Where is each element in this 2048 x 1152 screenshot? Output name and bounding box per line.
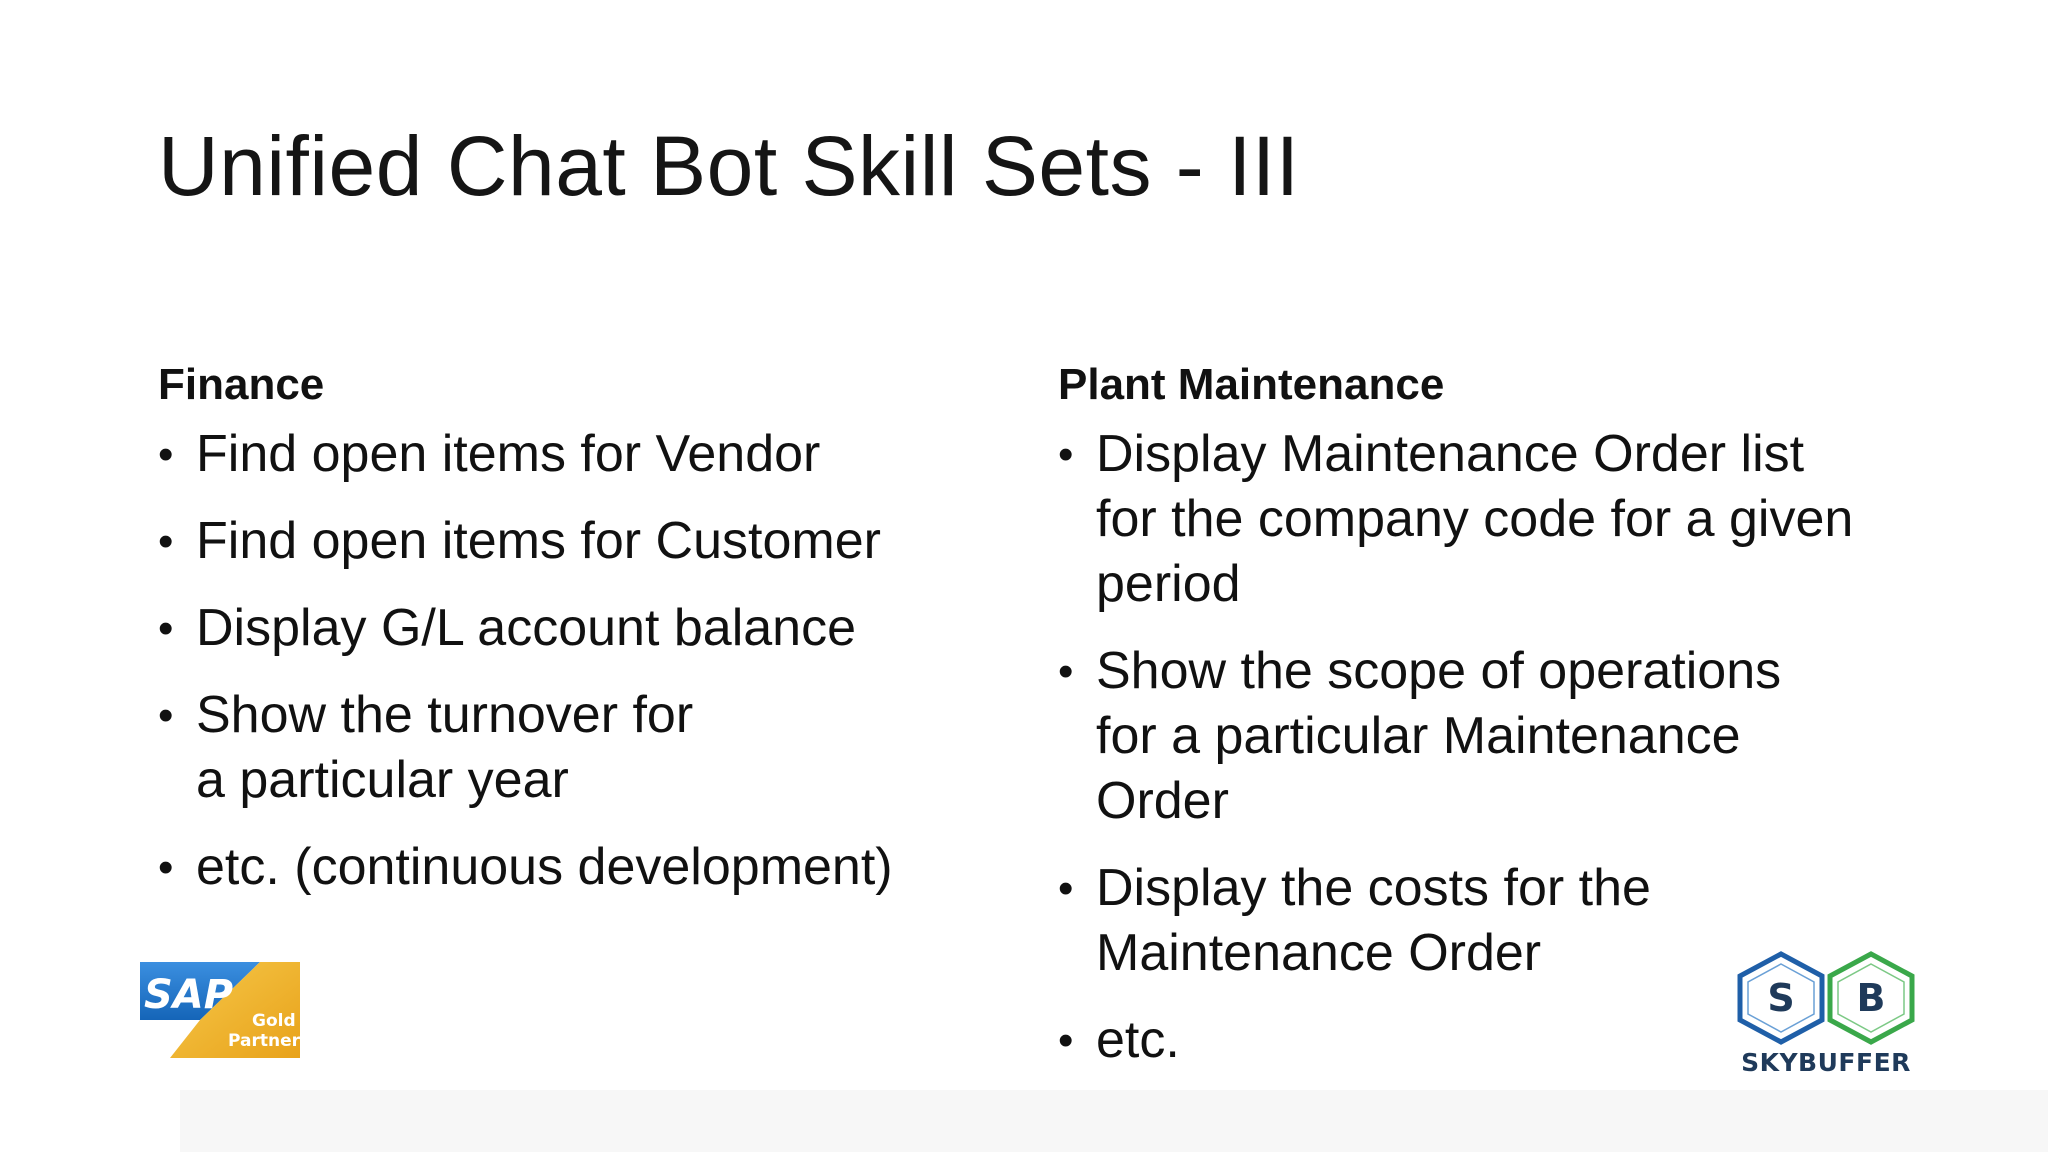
list-item: • Show the turnover for a particular year	[158, 683, 978, 813]
skybuffer-letter-b: B	[1857, 976, 1886, 1020]
bullet-icon: •	[158, 604, 174, 653]
bullet-icon: •	[1058, 1016, 1074, 1065]
skybuffer-letter-s: S	[1767, 976, 1794, 1020]
sap-gold-partner-logo: SAP Gold Partner	[140, 962, 301, 1058]
list-item-text: Show the turnover for a particular year	[196, 686, 694, 809]
list-item: • Display G/L account balance	[158, 596, 978, 661]
bullet-icon: •	[158, 843, 174, 892]
bullet-icon: •	[158, 430, 174, 479]
footer-strip	[180, 1090, 2048, 1152]
list-item: • Find open items for Customer	[158, 509, 978, 574]
skybuffer-logo: S B SKYBUFFER	[1736, 948, 1916, 1080]
bullet-icon: •	[1058, 430, 1074, 479]
skybuffer-name: SKYBUFFER	[1741, 1048, 1911, 1077]
list-item-text: etc.	[1096, 1011, 1180, 1069]
bullet-icon: •	[1058, 647, 1074, 696]
list-item-text: Show the scope of operations for a parti…	[1096, 642, 1782, 830]
list-item: • Display the costs for the Maintenance O…	[1058, 856, 1938, 986]
sap-badge-gold: Gold	[252, 1011, 296, 1031]
sap-logo-text: SAP	[144, 972, 233, 1018]
skybuffer-hexagons-icon: S B	[1737, 951, 1915, 1045]
list-item-text: Find open items for Customer	[196, 512, 881, 570]
list-item-text: Display G/L account balance	[196, 599, 857, 657]
bullet-icon: •	[158, 691, 174, 740]
bullet-icon: •	[1058, 864, 1074, 913]
bullet-icon: •	[158, 517, 174, 566]
finance-heading: Finance	[158, 360, 325, 409]
plant-maintenance-list: • Display Maintenance Order list for the …	[1058, 422, 1938, 1073]
finance-list: • Find open items for Vendor • Find open i…	[158, 422, 978, 900]
list-item-text: Find open items for Vendor	[196, 425, 821, 483]
list-item: • Show the scope of operations for a part…	[1058, 639, 1938, 834]
slide-title: Unified Chat Bot Skill Sets - III	[158, 119, 1300, 213]
list-item: • etc.	[1058, 1008, 1938, 1073]
list-item-text: etc. (continuous development)	[196, 838, 893, 896]
sap-badge-partner: Partner	[228, 1031, 300, 1051]
list-item: • Find open items for Vendor	[158, 422, 978, 487]
list-item: • etc. (continuous development)	[158, 835, 978, 900]
list-item-text: Display Maintenance Order list for the c…	[1096, 425, 1854, 613]
plant-maintenance-column: Plant Maintenance • Display Maintenance O…	[1058, 358, 1938, 1095]
sap-logo-icon: SAP Gold Partner	[140, 962, 301, 1058]
plant-maintenance-heading: Plant Maintenance	[1058, 360, 1445, 409]
list-item-text: Display the costs for the Maintenance Or…	[1096, 859, 1651, 982]
finance-column: Finance • Find open items for Vendor • Fin…	[158, 358, 978, 922]
list-item: • Display Maintenance Order list for the …	[1058, 422, 1938, 617]
